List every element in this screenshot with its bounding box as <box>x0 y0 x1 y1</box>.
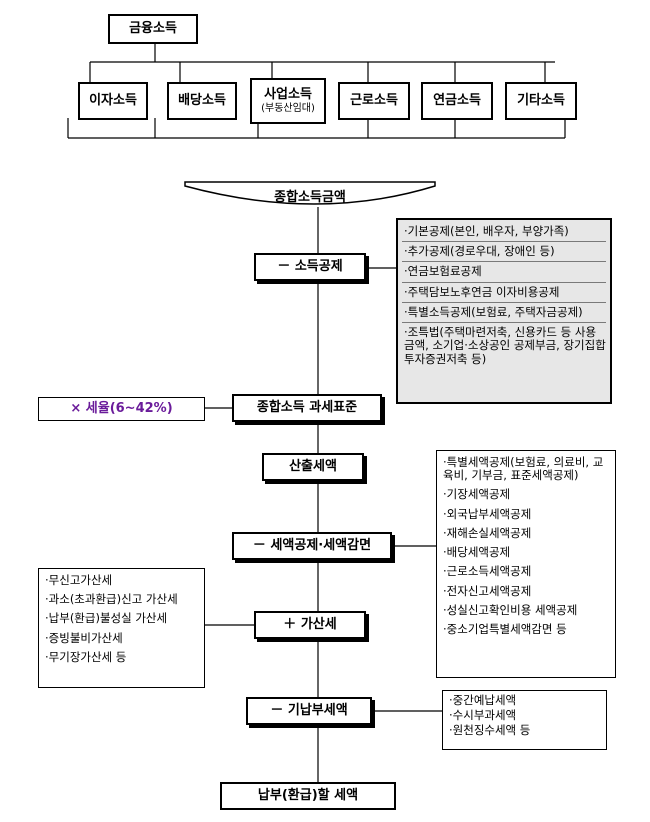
income-deduction-label: － 소득공제 <box>277 258 343 274</box>
list-item: ·주택담보노후연금 이자비용공제 <box>402 283 606 303</box>
additional-tax-list: ·무신고가산세 ·과소(초과환급)신고 가산세 ·납부(환급)불성실 가산세 ·… <box>38 568 205 688</box>
list-item: ·기장세액공제 <box>443 487 511 502</box>
list-item: ·특별소득공제(보험료, 주택자금공제) <box>402 303 606 324</box>
income-type-label: 사업소득 <box>264 86 312 102</box>
prepaid-tax-list: ·중간예납세액 ·수시부과세액 ·원천징수세액 등 <box>442 690 607 750</box>
final-tax-label: 납부(환급)할 세액 <box>257 787 359 803</box>
list-item: ·근로소득세액공제 <box>443 564 532 579</box>
prepaid-tax-box: － 기납부세액 <box>246 697 372 725</box>
list-item: ·기본공제(본인, 배우자, 부양가족) <box>402 222 606 243</box>
tax-base-label: 종합소득 과세표준 <box>256 399 358 415</box>
additional-tax-box: ＋ 가산세 <box>254 611 366 639</box>
tax-base-box: 종합소득 과세표준 <box>232 394 382 422</box>
income-type-interest-box: 이자소득 <box>78 82 148 120</box>
list-item: ·연금보험료공제 <box>402 262 606 283</box>
calculated-tax-box: 산출세액 <box>262 453 364 481</box>
final-tax-box: 납부(환급)할 세액 <box>220 782 396 810</box>
calculated-tax-label: 산출세액 <box>289 458 337 474</box>
list-item: ·무기장가산세 등 <box>45 649 127 664</box>
tax-rate-label: × 세율(6~42%) <box>70 400 173 416</box>
gross-income-label: 종합소득금액 <box>274 190 346 205</box>
tax-credit-label: － 세액공제·세액감면 <box>252 537 372 553</box>
list-item: ·과소(초과환급)신고 가산세 <box>45 592 178 607</box>
income-deduction-box: － 소득공제 <box>254 253 366 281</box>
list-item: ·전자신고세액공제 <box>443 583 532 598</box>
tax-rate-box: × 세율(6~42%) <box>38 397 205 421</box>
income-type-earned-box: 근로소득 <box>338 82 410 120</box>
income-type-label: 근로소득 <box>350 92 398 108</box>
income-type-label: 배당소득 <box>178 92 226 108</box>
root-label: 금융소득 <box>129 20 177 36</box>
income-type-other-box: 기타소득 <box>505 82 577 120</box>
list-item: ·원천징수세액 등 <box>449 723 531 738</box>
list-item: ·성실신고확인비용 세액공제 <box>443 602 578 617</box>
income-type-label: 이자소득 <box>89 92 137 108</box>
additional-tax-label: ＋ 가산세 <box>283 616 337 632</box>
prepaid-tax-label: － 기납부세액 <box>270 702 348 718</box>
tax-credit-list: ·특별세액공제(보험료, 의료비, 교육비, 기부금, 표준세액공제) ·기장세… <box>436 450 616 678</box>
list-item: ·재해손실세액공제 <box>443 525 532 540</box>
list-item: ·증빙불비가산세 <box>45 630 123 645</box>
list-item: ·중간예납세액 <box>449 693 517 707</box>
income-type-label: 연금소득 <box>433 92 481 108</box>
income-type-business-box: 사업소득 (부동산임대) <box>250 78 326 124</box>
list-item: ·추가공제(경로우대, 장애인 등) <box>402 242 606 263</box>
list-item: ·외국납부세액공제 <box>443 506 532 521</box>
list-item: ·무신고가산세 <box>45 573 113 587</box>
financial-income-root-box: 금융소득 <box>108 14 198 44</box>
list-item: ·수시부과세액 <box>449 708 517 723</box>
income-deduction-list: ·기본공제(본인, 배우자, 부양가족) ·추가공제(경로우대, 장애인 등) … <box>396 218 612 404</box>
list-item: ·조특법(주택마련저축, 신용카드 등 사용금액, 소기업·소상공인 공제부금,… <box>404 325 606 366</box>
income-type-pension-box: 연금소득 <box>421 82 493 120</box>
list-item: ·납부(환급)불성실 가산세 <box>45 611 168 626</box>
income-type-sub-label: (부동산임대) <box>261 103 315 115</box>
list-item: ·중소기업특별세액감면 등 <box>443 621 567 636</box>
list-item: ·배당세액공제 <box>443 545 511 560</box>
income-type-label: 기타소득 <box>517 92 565 108</box>
list-item: ·특별세액공제(보험료, 의료비, 교육비, 기부금, 표준세액공제) <box>443 455 604 483</box>
income-type-dividend-box: 배당소득 <box>167 82 237 120</box>
tax-credit-box: － 세액공제·세액감면 <box>232 532 392 560</box>
